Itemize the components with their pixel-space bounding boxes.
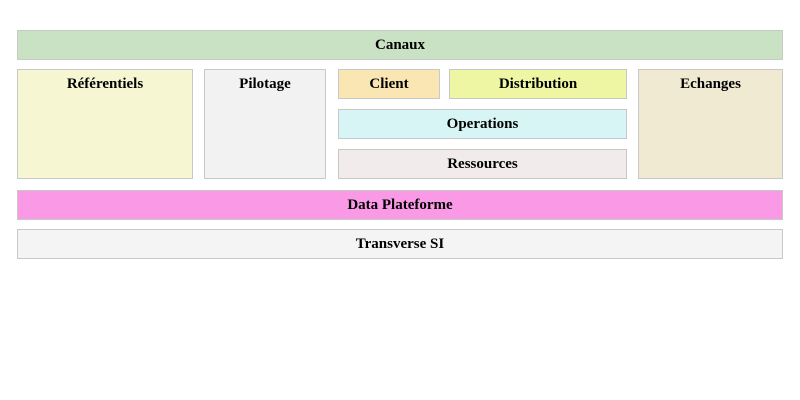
pilotage-label: Pilotage [239,76,291,92]
operations-block: Operations [338,109,627,139]
transverse-si-layer: Transverse SI [17,229,783,259]
ressources-label: Ressources [447,155,518,172]
referentiels-block: Référentiels [17,69,193,179]
distribution-label: Distribution [498,75,578,92]
pilotage-block: Pilotage [204,69,326,179]
client-label: Client [369,75,409,92]
ressources-block: Ressources [338,149,627,179]
distribution-block: Distribution [449,69,627,99]
data-plateforme-label: Data Plateforme [347,196,453,213]
operations-label: Operations [446,115,519,132]
echanges-label: Echanges [680,76,741,92]
canaux-label: Canaux [374,36,426,53]
echanges-block: Echanges [638,69,783,179]
referentiels-label: Référentiels [66,76,144,92]
transverse-si-label: Transverse SI [355,235,445,252]
client-block: Client [338,69,440,99]
data-plateforme-layer: Data Plateforme [17,190,783,220]
canaux-layer: Canaux [17,30,783,60]
